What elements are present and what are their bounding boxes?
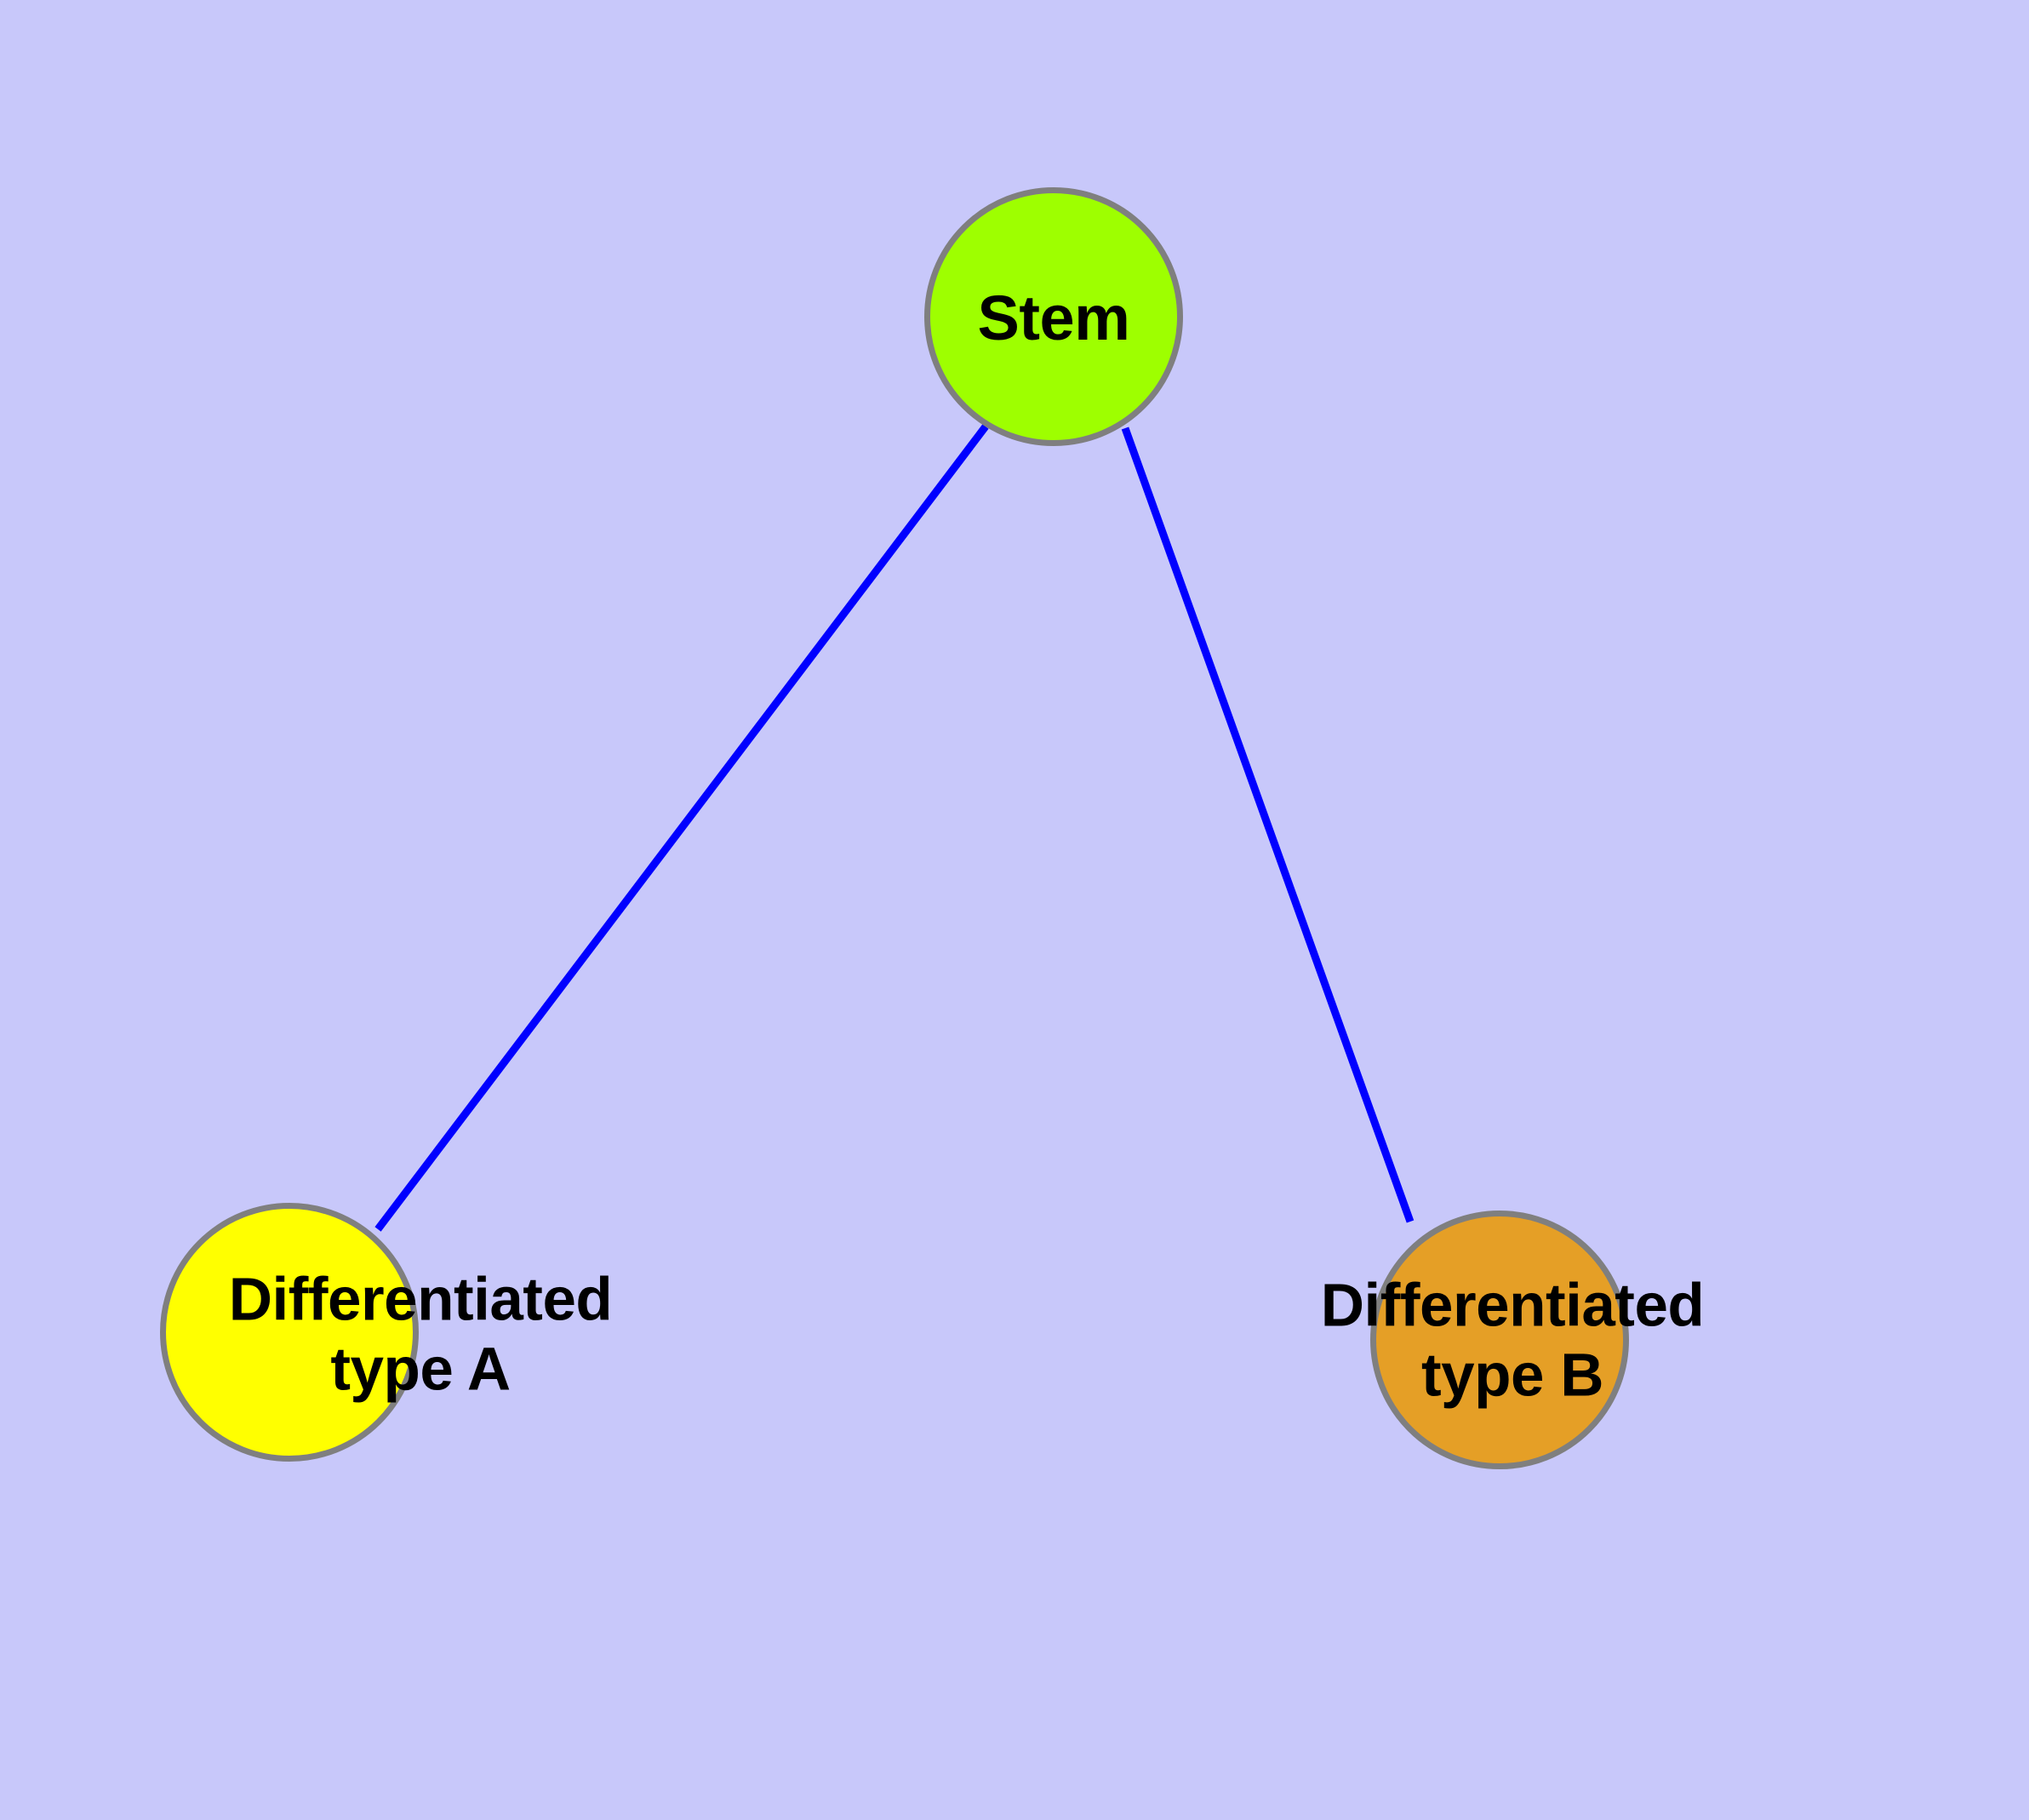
node-label-differentiated-type-a: Differentiated type A [228,1266,613,1404]
node-stem[interactable] [924,187,1183,446]
edge-stem-to-differentiated-type-a [374,424,989,1232]
node-differentiated-type-b[interactable] [1370,1210,1629,1469]
node-label-differentiated-type-b: Differentiated type B [1320,1272,1705,1410]
node-differentiated-type-a[interactable] [160,1203,419,1462]
edge-stem-to-differentiated-type-b [1121,426,1415,1223]
node-label-stem: Stem [977,283,1130,354]
